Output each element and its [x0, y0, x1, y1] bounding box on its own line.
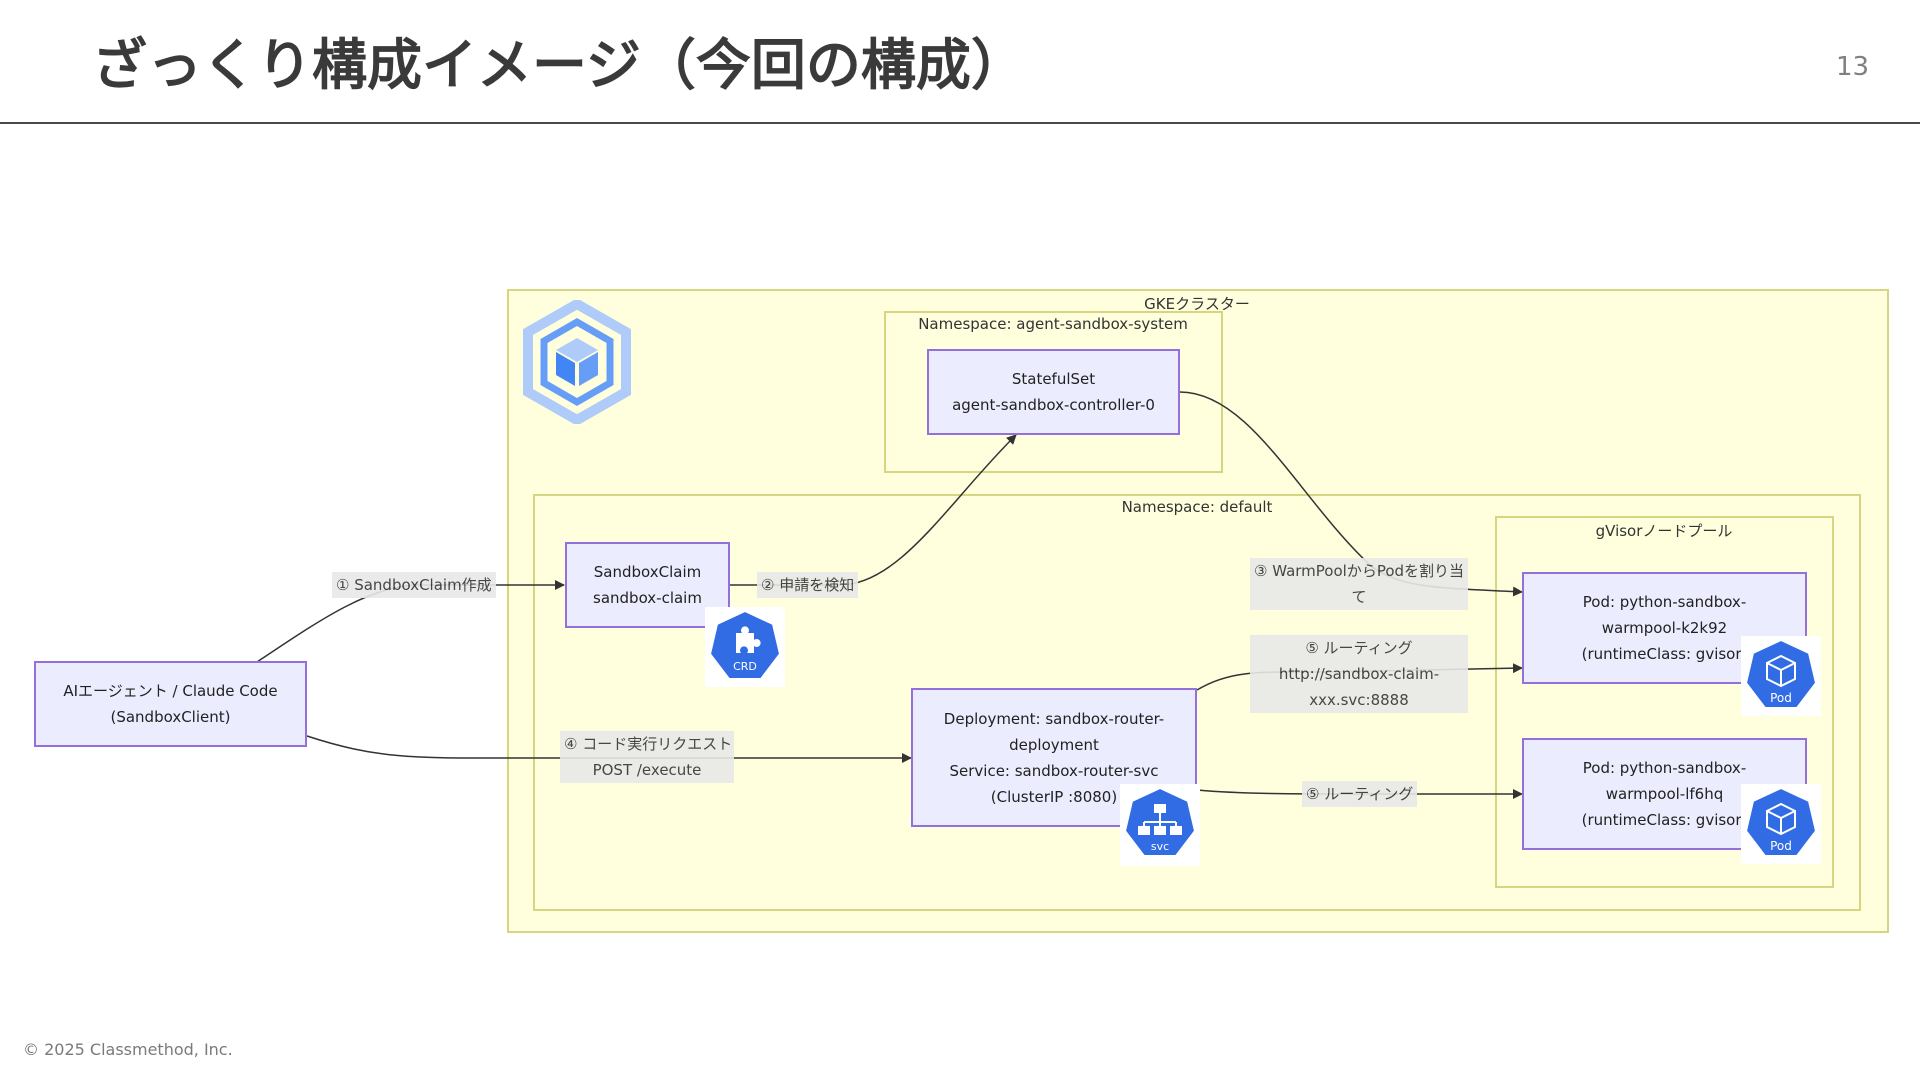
pod-badge-label: Pod	[1770, 839, 1792, 853]
group-gke-cluster-label: GKEクラスター	[1144, 295, 1250, 313]
group-gvisor-node-pool-label: gVisorノードプール	[1595, 522, 1733, 540]
edge-label-2: ② 申請を検知	[757, 572, 859, 598]
crd-badge-label: CRD	[733, 660, 757, 673]
title-divider	[0, 122, 1920, 124]
pod-icon: Pod	[1744, 786, 1818, 857]
pod-badge-lf6hq: Pod	[1741, 784, 1821, 864]
pod-badge-label: Pod	[1770, 691, 1792, 705]
svc-icon: svc	[1123, 786, 1197, 857]
svc-badge: svc	[1120, 784, 1200, 866]
crd-badge: CRD	[705, 607, 785, 687]
gke-logo-icon	[523, 300, 631, 424]
pod-badge-k2k92: Pod	[1741, 636, 1821, 716]
copyright-footer: © 2025 Classmethod, Inc.	[23, 1040, 233, 1059]
group-ns-default-label: Namespace: default	[1121, 498, 1273, 516]
crd-icon: CRD	[708, 609, 782, 680]
group-ns-agent-sandbox-system-label: Namespace: agent-sandbox-system	[918, 315, 1188, 333]
page-number: 13	[1836, 52, 1870, 82]
edge-label-1: ① SandboxClaim作成	[332, 572, 496, 598]
edge-agent-to-router	[306, 735, 912, 763]
edge-label-5b: ⑤ ルーティング	[1302, 781, 1418, 807]
edge-claim-to-controller	[730, 434, 1017, 586]
svc-badge-label: svc	[1151, 840, 1169, 853]
page-title: ざっくり構成イメージ（今回の構成）	[92, 33, 1026, 97]
edge-label-3: ③ WarmPoolからPodを割り当て	[1250, 558, 1468, 610]
pod-icon: Pod	[1744, 638, 1818, 709]
node-ai-agent: AIエージェント / Claude Code(SandboxClient)	[34, 661, 307, 747]
